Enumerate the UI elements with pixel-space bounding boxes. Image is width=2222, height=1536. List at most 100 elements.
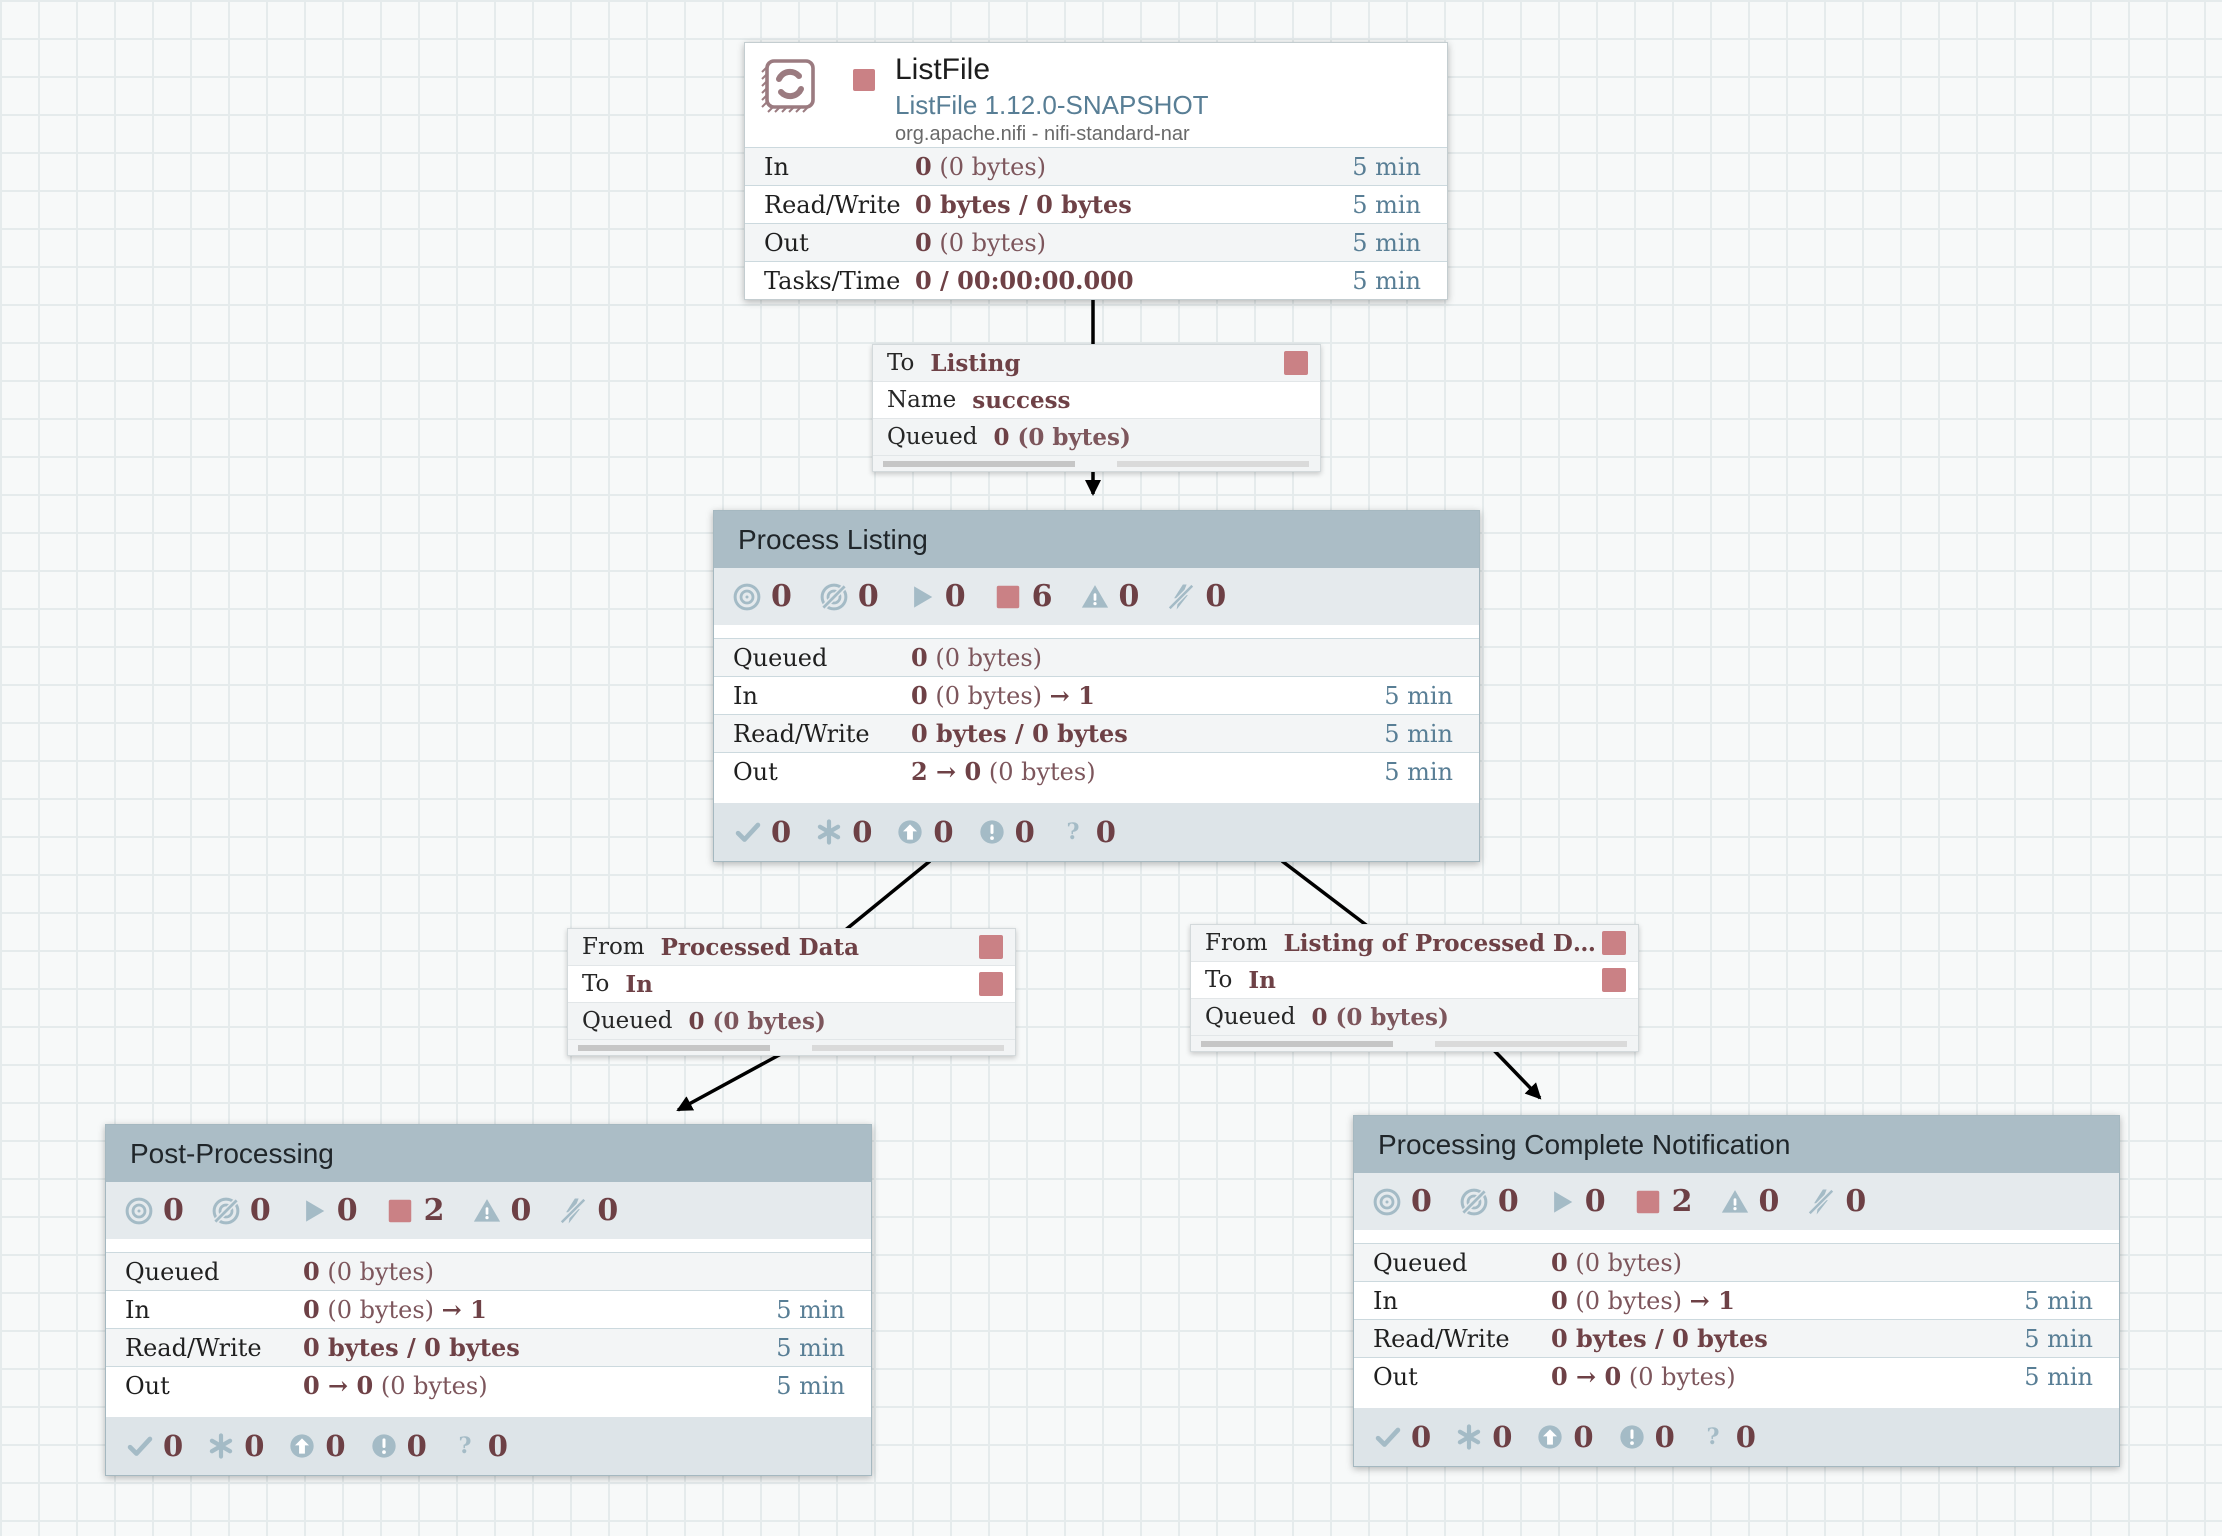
queued-count-bar (883, 461, 1075, 467)
connection-line-processed-data-b[interactable] (676, 1046, 793, 1112)
stat-time-window: 5 min (2024, 1286, 2093, 1315)
process-group-title: Processing Complete Notification (1378, 1128, 1791, 1160)
queued-progress-bars (568, 1040, 1015, 1055)
stat-time-window: 5 min (1352, 152, 1421, 181)
spacer (714, 625, 1479, 638)
stat-label: Out (125, 1371, 170, 1400)
process-group-title: Post-Processing (130, 1137, 334, 1169)
connection-row-value: In (625, 970, 653, 998)
locally-modified-stale-icon (370, 1432, 398, 1460)
stat-row-in: In 0 (0 bytes) 5 min (745, 147, 1447, 185)
up-to-date-icon (126, 1432, 154, 1460)
processor-listfile[interactable]: ListFile ListFile 1.12.0-SNAPSHOT org.ap… (744, 42, 1448, 300)
connection-row-value: success (972, 386, 1071, 414)
sync-failure-icon: ? (451, 1432, 479, 1460)
connection-row-value: Listing of Processed D… (1283, 929, 1594, 957)
svg-text:?: ? (458, 1433, 471, 1459)
stat-label: Read/Write (125, 1333, 262, 1362)
not-transmitting-count: 0 (1497, 1184, 1519, 1219)
connection-line-processed-data-a[interactable] (836, 859, 932, 938)
stat-value: 0 bytes / 0 bytes (303, 1333, 520, 1362)
stat-value: 0 bytes / 0 bytes (1551, 1324, 1768, 1353)
stopped-count: 2 (423, 1193, 445, 1228)
stat-label: Out (1373, 1362, 1418, 1391)
stat-label: Tasks/Time (764, 266, 901, 295)
stat-time-window: 5 min (776, 1295, 845, 1324)
connection-row-to: To In (568, 966, 1015, 1003)
stopped-state-icon (979, 972, 1003, 996)
stat-value: 0 (0 bytes) (911, 643, 1043, 672)
up-to-date-icon (1374, 1423, 1402, 1451)
stat-time-window: 5 min (1352, 190, 1421, 219)
not-transmitting-icon (1459, 1187, 1489, 1217)
processor-bundle: org.apache.nifi - nifi-standard-nar (895, 123, 1190, 145)
connection-row-label: Queued (1205, 1004, 1296, 1030)
stopped-count: 2 (1671, 1184, 1693, 1219)
locally-modified-count: 0 (1492, 1420, 1513, 1454)
connection-row-value: In (1248, 966, 1276, 994)
transmitting-icon (732, 582, 762, 612)
process-group-header[interactable]: Processing Complete Notification (1354, 1116, 2119, 1173)
invalid-count: 0 (510, 1193, 532, 1228)
not-transmitting-count: 0 (249, 1193, 271, 1228)
connection-row-label: To (582, 971, 610, 997)
stale-icon (1536, 1423, 1564, 1451)
stat-label: Out (733, 757, 778, 786)
svg-text:?: ? (1706, 1424, 1719, 1450)
disabled-count: 0 (1845, 1184, 1867, 1219)
not-transmitting-icon (819, 582, 849, 612)
queued-size-bar (812, 1045, 1004, 1051)
stat-label: Out (764, 228, 809, 257)
stopped-icon (993, 582, 1023, 612)
connection-line-listing-a[interactable] (1280, 859, 1380, 936)
transmitting-icon (1372, 1187, 1402, 1217)
stat-time-window: 5 min (1384, 681, 1453, 710)
queued-count-bar (1201, 1041, 1393, 1047)
stat-time-window: 5 min (1352, 266, 1421, 295)
connection-row-value: Listing (930, 349, 1021, 377)
up-to-date-count: 0 (1411, 1420, 1432, 1454)
transmitting-count: 0 (163, 1193, 184, 1228)
connection-row-label: To (887, 350, 915, 376)
not-transmitting-icon (211, 1196, 241, 1226)
connection-row-label: Queued (887, 424, 978, 450)
process-group-header[interactable]: Post-Processing (106, 1125, 871, 1182)
disabled-count: 0 (597, 1193, 619, 1228)
stat-value: 2 → 0 (0 bytes) (911, 757, 1096, 786)
process-group-processing-complete-notification[interactable]: Processing Complete Notification 0 0 0 2 0 0 … (1353, 1115, 2120, 1467)
sync-failure-count: 0 (1735, 1420, 1756, 1454)
stat-time-window: 5 min (1384, 719, 1453, 748)
locally-modified-icon (207, 1432, 235, 1460)
stat-value: 0 (0 bytes) (915, 152, 1047, 181)
invalid-count: 0 (1118, 579, 1140, 614)
process-group-header[interactable]: Process Listing (714, 511, 1479, 568)
stat-value: 0 (0 bytes) → 1 (303, 1295, 487, 1324)
not-transmitting-count: 0 (857, 579, 879, 614)
connection-row-value: Processed Data (660, 933, 860, 961)
stat-label: In (764, 152, 789, 181)
disabled-icon (558, 1196, 588, 1226)
queued-progress-bars (1191, 1036, 1638, 1051)
locally-modified-count: 0 (852, 815, 873, 849)
stat-time-window: 5 min (1352, 228, 1421, 257)
connection-row-value: 0 (0 bytes) (688, 1007, 826, 1035)
